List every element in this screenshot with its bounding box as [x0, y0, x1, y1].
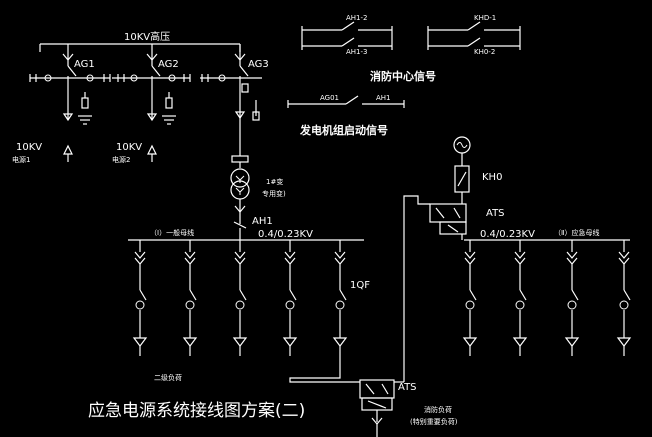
signal-khd-1: KHD-1 — [474, 14, 496, 22]
ats-top-label: ATS — [486, 208, 505, 219]
bus-2-feeders — [462, 240, 632, 356]
bus-1-name: （Ⅰ）一般母线 — [150, 228, 194, 237]
src2-name-label: 电源2 — [112, 155, 130, 164]
signal-kh0-2: KH0-2 — [474, 48, 495, 56]
ats-top — [403, 195, 467, 382]
bus-1-feeders — [132, 240, 348, 356]
ah1-label: AH1 — [252, 216, 273, 227]
signal-ag01: AG01 — [320, 94, 339, 102]
ag2-label: AG2 — [158, 59, 179, 70]
hv-bus-label: 10KV高压 — [124, 30, 170, 43]
feeder-ag3 — [200, 44, 262, 240]
ag3-label: AG3 — [248, 59, 269, 70]
feeder-ag2 — [112, 44, 191, 162]
qf-label: 1QF — [350, 280, 370, 291]
ag1-label: AG1 — [74, 59, 95, 70]
bus-1-voltage: 0.4/0.23KV — [258, 229, 313, 240]
signal-ah1-2: AH1-2 — [346, 14, 368, 22]
ats-bottom — [359, 379, 404, 437]
diagram-title: 应急电源系统接线图方案(二) — [88, 401, 305, 421]
secondary-load-label: 二级负荷 — [154, 373, 182, 382]
kh0-label: KH0 — [482, 172, 502, 183]
kh0-generator — [453, 136, 471, 204]
transformer-sub-label: 专用变) — [262, 189, 286, 198]
bus-2-voltage: 0.4/0.23KV — [480, 229, 535, 240]
signal-contacts — [287, 21, 521, 108]
fire-center-signal-label: 消防中心信号 — [370, 69, 436, 83]
bus-2-name: （Ⅱ）应急母线 — [554, 228, 599, 237]
fire-load-label: 消防负荷 — [424, 405, 452, 414]
signal-ah1-3: AH1-3 — [346, 48, 368, 56]
src1-name-label: 电源1 — [12, 155, 30, 164]
qf-to-ats-line — [289, 352, 360, 383]
generator-start-signal-label: 发电机组启动信号 — [299, 123, 388, 137]
fire-load-sub-label: (特别重要负荷) — [410, 417, 458, 426]
transformer-label: 1#变 — [266, 177, 283, 186]
src1-kv-label: 10KV — [16, 142, 42, 153]
signal-ah1: AH1 — [376, 94, 391, 102]
src2-kv-label: 10KV — [116, 142, 142, 153]
feeder-ag1 — [29, 44, 111, 162]
ats-bottom-label: ATS — [398, 382, 417, 393]
